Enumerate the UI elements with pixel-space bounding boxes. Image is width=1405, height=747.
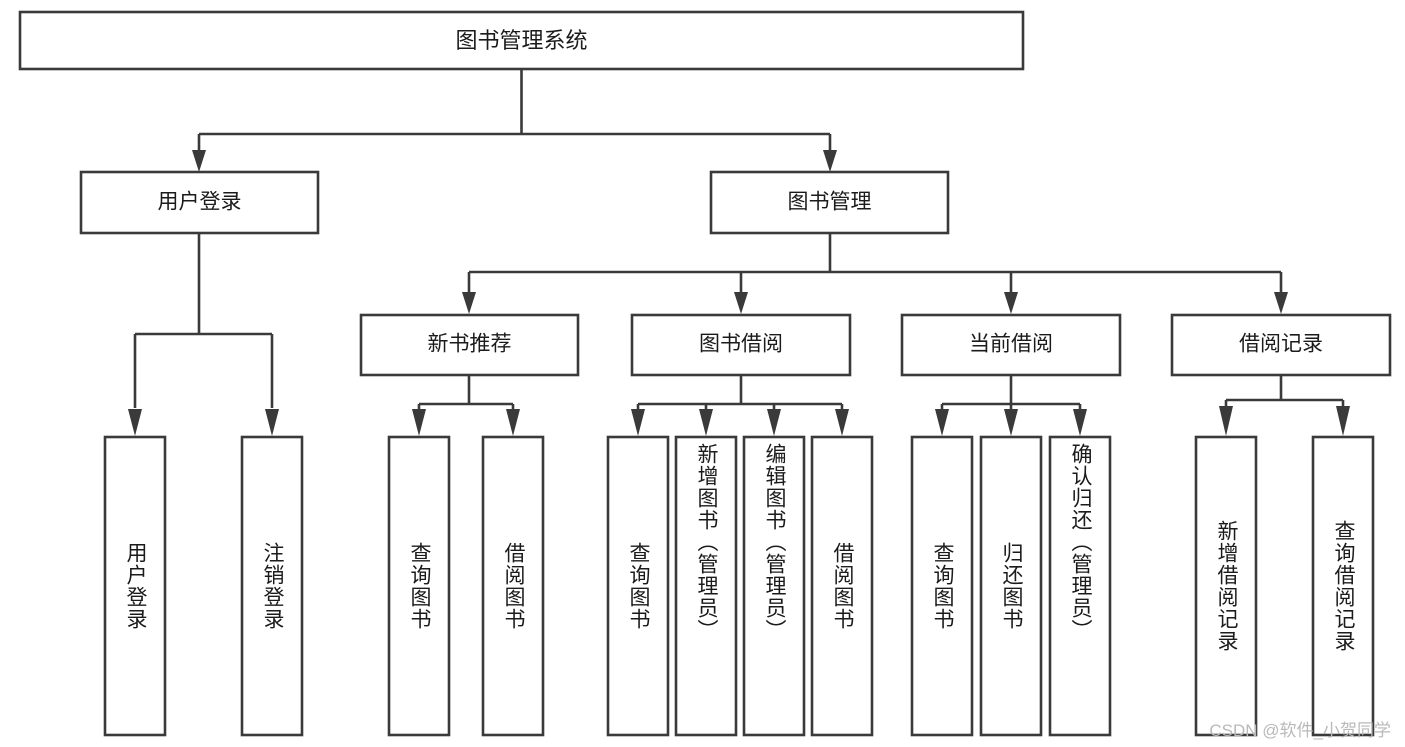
leaf-records-add-box[interactable] (1194, 435, 1258, 737)
arrow-root-to-bookmgmt (823, 150, 837, 172)
connector-root-bus (197, 69, 832, 160)
leaf-user-logout-box[interactable] (240, 435, 304, 737)
connector-login-bus (133, 233, 274, 408)
arrow-bookmgmt-to-borrow (734, 292, 748, 314)
leaf-current-query-box[interactable] (910, 435, 974, 737)
node-records[interactable]: 借阅记录 (1170, 313, 1392, 377)
node-login-box[interactable] (79, 170, 320, 235)
arrow-borrow-to-add (699, 409, 713, 436)
connector-borrow-bus (636, 375, 844, 412)
leaf-borrow-edit-box[interactable] (742, 435, 806, 737)
arrow-login-to-user-logout (265, 409, 279, 436)
arrow-bookmgmt-to-current (1004, 292, 1018, 314)
node-borrow[interactable]: 图书借阅 (630, 313, 852, 377)
node-current-label: 当前借阅 (969, 333, 1053, 356)
arrow-borrow-to-query (631, 409, 645, 436)
leaf-records-query-box[interactable] (1311, 435, 1375, 737)
leaf-current-confirm-box[interactable] (1048, 435, 1112, 737)
node-newbook[interactable]: 新书推荐 (359, 313, 580, 377)
connector-newbook-bus (417, 375, 515, 412)
node-records-label: 借阅记录 (1239, 333, 1323, 356)
arrow-root-to-login (192, 150, 206, 172)
arrow-current-to-return (1004, 409, 1018, 436)
arrow-login-to-user-login (128, 409, 142, 436)
leaf-user-login-box[interactable] (103, 435, 167, 737)
arrow-current-to-confirm (1073, 409, 1087, 436)
arrow-records-to-add (1219, 406, 1233, 436)
arrow-bookmgmt-to-newbook (462, 292, 476, 314)
node-bookmgmt-box[interactable] (709, 170, 950, 235)
leaf-borrow-query-box[interactable] (606, 435, 670, 737)
node-records-box[interactable] (1170, 313, 1392, 377)
node-root-label: 图书管理系统 (455, 28, 587, 53)
leaf-boxes-layer (103, 435, 1375, 737)
arrow-records-to-query (1336, 406, 1350, 436)
arrow-newbook-to-borrow (506, 409, 520, 436)
leaf-borrow-lend-box[interactable] (810, 435, 874, 737)
node-bookmgmt-label: 图书管理 (788, 191, 872, 214)
node-bookmgmt[interactable]: 图书管理 (709, 170, 950, 235)
node-newbook-label: 新书推荐 (428, 333, 512, 356)
leaf-newbook-query-box[interactable] (387, 435, 451, 737)
node-root[interactable]: 图书管理系统 (18, 10, 1025, 71)
arrow-current-to-query (935, 409, 949, 436)
arrow-bookmgmt-to-records (1274, 292, 1288, 314)
leaf-newbook-borrow-box[interactable] (481, 435, 545, 737)
node-newbook-box[interactable] (359, 313, 580, 377)
leaf-borrow-add-box[interactable] (674, 435, 738, 737)
connector-current-bus (940, 375, 1082, 412)
arrow-borrow-to-edit (767, 409, 781, 436)
connector-records-bus (1224, 375, 1345, 410)
node-borrow-label: 图书借阅 (699, 333, 783, 356)
connectors-layer (128, 69, 1350, 436)
node-login[interactable]: 用户登录 (79, 170, 320, 235)
arrow-borrow-to-lend (835, 409, 849, 436)
leaf-current-return-box[interactable] (979, 435, 1043, 737)
node-root-box[interactable] (18, 10, 1025, 71)
node-login-label: 用户登录 (158, 191, 242, 214)
connector-bookmgmt-bus (467, 233, 1283, 300)
arrow-newbook-to-query (412, 409, 426, 436)
node-borrow-box[interactable] (630, 313, 852, 377)
node-current[interactable]: 当前借阅 (900, 313, 1122, 377)
node-current-box[interactable] (900, 313, 1122, 377)
watermark-text: CSDN @软件_小贺同学 (1209, 721, 1391, 740)
